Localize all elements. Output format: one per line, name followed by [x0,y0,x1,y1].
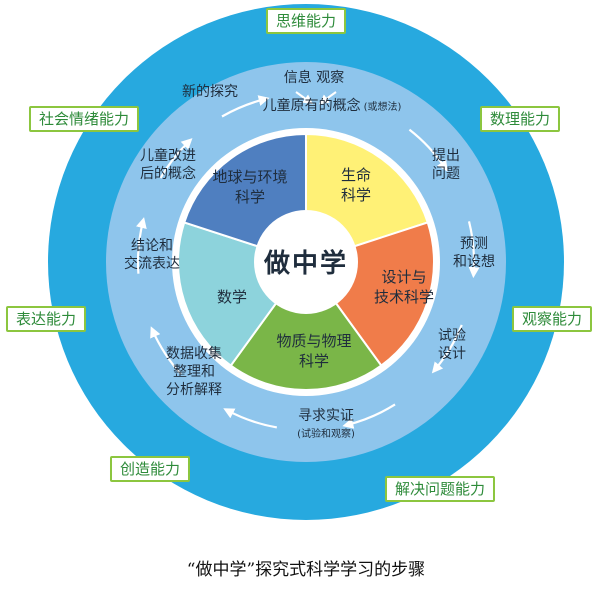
ability-box: 思维能力 [265,8,347,34]
subject-label: 生命科学 [341,166,371,204]
cycle-arrows [136,91,480,429]
inquiry-step: 新的探究 [182,84,238,100]
ability-box: 创造能力 [109,456,191,482]
inquiry-step: 数据收集整理和分析解释 [166,345,222,398]
cycle-arrow [467,221,480,279]
ability-box: 数理能力 [479,106,561,132]
subject-sector [229,260,383,391]
cycle-arrow [221,95,270,118]
cycle-arrow [136,217,147,274]
inquiry-step: 提出问题 [432,148,460,182]
inquiry-step: 儿童原有的概念(或想法) [263,97,402,114]
cycle-arrow [342,403,396,429]
center-label: 做中学 [263,248,348,279]
cycle-arrow [159,138,193,179]
inquiry-step: 预测和设想 [453,236,495,270]
ability-box: 表达能力 [5,306,87,332]
cycle-arrow [223,408,278,429]
cycle-arrow [318,91,337,105]
cycle-arrow [295,91,314,105]
subject-label: 数学 [217,288,247,306]
inquiry-step: 信息 观察 [284,69,344,86]
ability-box: 社会情绪能力 [28,106,140,132]
subject-label: 地球与环境科学 [212,168,287,206]
inquiry-step: 寻求实证(试验和观察) [297,408,355,440]
figure-caption: “做中学”探究式科学学习的步骤 [186,560,426,580]
cycle-arrow [431,324,463,374]
center-hub [254,210,358,314]
inquiry-step: 儿童改进后的概念 [140,147,196,182]
ability-box: 解决问题能力 [384,476,496,502]
cycle-arrow [150,326,182,376]
cycle-arrow [408,128,448,172]
inquiry-step: 结论和交流表达 [124,238,180,272]
subject-label: 物质与物理科学 [276,332,351,370]
subject-label: 设计与技术科学 [374,268,434,306]
inquiry-step: 试验设计 [438,328,466,362]
ability-box: 观察能力 [511,306,593,332]
